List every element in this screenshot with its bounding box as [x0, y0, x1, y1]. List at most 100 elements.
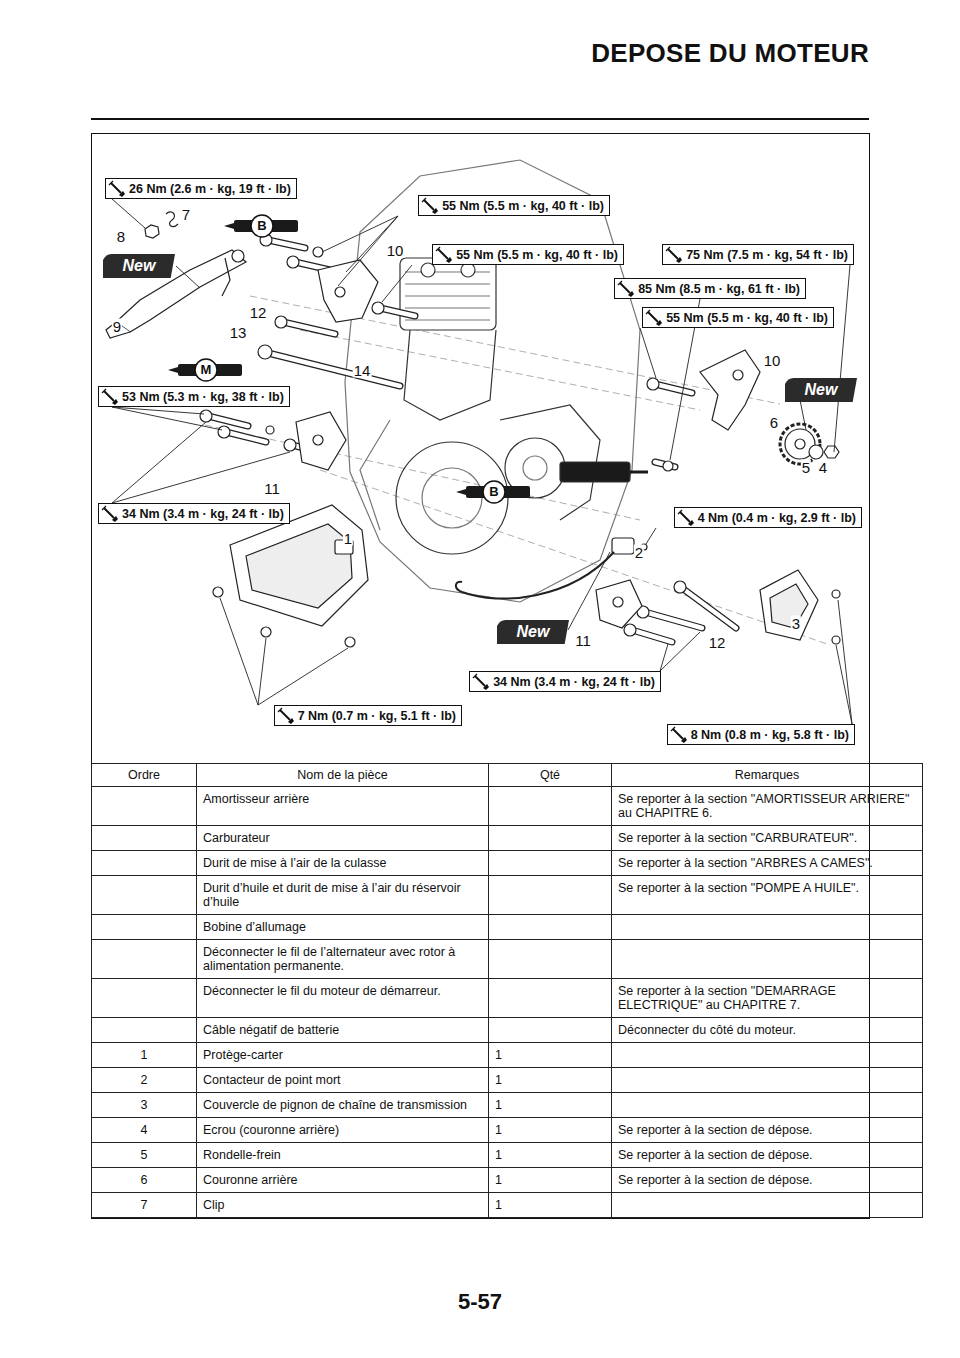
table-row: 5Rondelle-frein1Se reporter à la section… — [92, 1143, 923, 1168]
badge-fill — [785, 378, 857, 402]
table-cell: 1 — [489, 1168, 612, 1193]
symbol-circle — [483, 481, 505, 503]
table-cell: 1 — [489, 1068, 612, 1093]
table-cell — [489, 979, 612, 1018]
table-row: Durit d’huile et durit de mise à l’air d… — [92, 876, 923, 915]
table-text: Câble négatif de batterie — [203, 1023, 339, 1037]
table-cell — [92, 940, 197, 979]
torque-spec-box: 26 Nm (2.6 m · kg, 19 ft · lb) — [105, 178, 297, 199]
table-text: Couvercle de pignon de chaîne de transmi… — [203, 1098, 467, 1112]
table-text: Déconnecter le fil de l’alternateur avec… — [203, 945, 455, 973]
torque-value: 55 Nm (5.5 m · kg, 40 ft · lb) — [456, 248, 618, 262]
table-cell: Bobine d’allumage — [197, 915, 489, 940]
wrench-handle — [680, 512, 690, 522]
parts-table: OrdreNom de la pièceQtéRemarquesAmortiss… — [91, 763, 923, 1218]
table-cell: Carburateur — [197, 826, 489, 851]
table-cell: Nom de la pièce — [197, 764, 489, 787]
torque-spec-box: 53 Nm (5.3 m · kg, 38 ft · lb) — [98, 386, 290, 407]
table-text: Se reporter à la section "ARBRES A CAMES… — [618, 856, 873, 870]
wrench-handle — [620, 283, 630, 293]
wrench-handle — [438, 249, 448, 259]
wrench-handle — [111, 183, 121, 193]
torque-wrench-icon — [101, 505, 119, 523]
table-cell — [92, 979, 197, 1018]
torque-value: 75 Nm (7.5 m · kg, 54 ft · lb) — [686, 248, 848, 262]
wrench-head — [119, 191, 125, 197]
table-row: 6Couronne arrière1Se reporter à la secti… — [92, 1168, 923, 1193]
table-text: Clip — [203, 1198, 225, 1212]
torque-wrench-icon — [677, 509, 695, 527]
torque-wrench-icon — [435, 246, 453, 264]
table-text: Carburateur — [203, 831, 270, 845]
table-text: 7 — [141, 1198, 148, 1212]
table-cell: Contacteur de point mort — [197, 1068, 489, 1093]
table-cell — [489, 915, 612, 940]
table-cell: Se reporter à la section de dépose. — [612, 1118, 923, 1143]
callout-number: 13 — [229, 325, 248, 340]
wrench-tick — [109, 181, 113, 185]
column-header: Qté — [540, 768, 560, 782]
table-cell: Se reporter à la section "DEMARRAGE ELEC… — [612, 979, 923, 1018]
table-text: Amortisseur arrière — [203, 792, 309, 806]
wrench-tick — [102, 506, 106, 510]
torque-value: 55 Nm (5.5 m · kg, 40 ft · lb) — [666, 311, 828, 325]
header-rule — [91, 118, 869, 120]
table-cell: Rondelle-frein — [197, 1143, 489, 1168]
badge-text: New — [805, 378, 838, 402]
table-cell: Couronne arrière — [197, 1168, 489, 1193]
wrench-head — [432, 208, 438, 214]
table-cell: Câble négatif de batterie — [197, 1018, 489, 1043]
callout-number: 10 — [763, 353, 782, 368]
callout-number: 3 — [791, 616, 801, 631]
table-cell: 1 — [489, 1043, 612, 1068]
table-cell — [489, 826, 612, 851]
nozzle — [456, 489, 466, 495]
callout-number: 14 — [353, 363, 372, 378]
table-cell: Amortisseur arrière — [197, 787, 489, 826]
parts-table-body: OrdreNom de la pièceQtéRemarquesAmortiss… — [92, 764, 923, 1218]
wrench-head — [112, 516, 118, 522]
table-header-row: OrdreNom de la pièceQtéRemarques — [92, 764, 923, 787]
table-cell: Qté — [489, 764, 612, 787]
table-cell: Durit d’huile et durit de mise à l’air d… — [197, 876, 489, 915]
page-number: 5-57 — [458, 1289, 502, 1315]
callout-number: 11 — [263, 481, 281, 496]
table-cell — [489, 851, 612, 876]
wrench-handle — [475, 676, 485, 686]
table-cell: Clip — [197, 1193, 489, 1218]
torque-wrench-icon — [421, 197, 439, 215]
table-cell: Se reporter à la section "AMORTISSEUR AR… — [612, 787, 923, 826]
torque-spec-box: 55 Nm (5.5 m · kg, 40 ft · lb) — [432, 244, 624, 265]
table-row: Câble négatif de batterieDéconnecter du … — [92, 1018, 923, 1043]
table-row: 1Protège-carter1 — [92, 1043, 923, 1068]
torque-wrench-icon — [108, 180, 126, 198]
callout-number: 10 — [386, 243, 405, 258]
new-part-badge: New — [497, 620, 569, 644]
table-row: Amortisseur arrière Se reporter à la sect… — [92, 787, 923, 826]
torque-spec-box: 34 Nm (3.4 m · kg, 24 ft · lb) — [469, 671, 661, 692]
table-cell — [612, 1193, 923, 1218]
table-cell — [489, 940, 612, 979]
table-cell: 1 — [489, 1093, 612, 1118]
torque-value: 34 Nm (3.4 m · kg, 24 ft · lb) — [493, 675, 655, 689]
torque-spec-box: 34 Nm (3.4 m · kg, 24 ft · lb) — [98, 503, 290, 524]
wrench-tick — [666, 247, 670, 251]
callout-number: 9 — [112, 319, 122, 334]
wrench-head — [483, 684, 489, 690]
wrench-tick — [436, 247, 440, 251]
torque-wrench-icon — [101, 388, 119, 406]
column-header: Remarques — [735, 768, 800, 782]
table-cell — [92, 826, 197, 851]
table-cell: Remarques — [612, 764, 923, 787]
torque-value: 26 Nm (2.6 m · kg, 19 ft · lb) — [129, 182, 291, 196]
table-text: Couronne arrière — [203, 1173, 298, 1187]
table-cell: Couvercle de pignon de chaîne de transmi… — [197, 1093, 489, 1118]
table-cell: Durit de mise à l’air de la culasse — [197, 851, 489, 876]
wrench-head — [688, 520, 694, 526]
nozzle — [224, 223, 234, 229]
table-cell: Se reporter à la section "CARBURATEUR". — [612, 826, 923, 851]
torque-value: 8 Nm (0.8 m · kg, 5.8 ft · lb) — [691, 728, 849, 742]
table-text: Bobine d’allumage — [203, 920, 306, 934]
table-text: Se reporter à la section "AMORTISSEUR AR… — [618, 792, 909, 820]
wrench-head — [446, 257, 452, 263]
